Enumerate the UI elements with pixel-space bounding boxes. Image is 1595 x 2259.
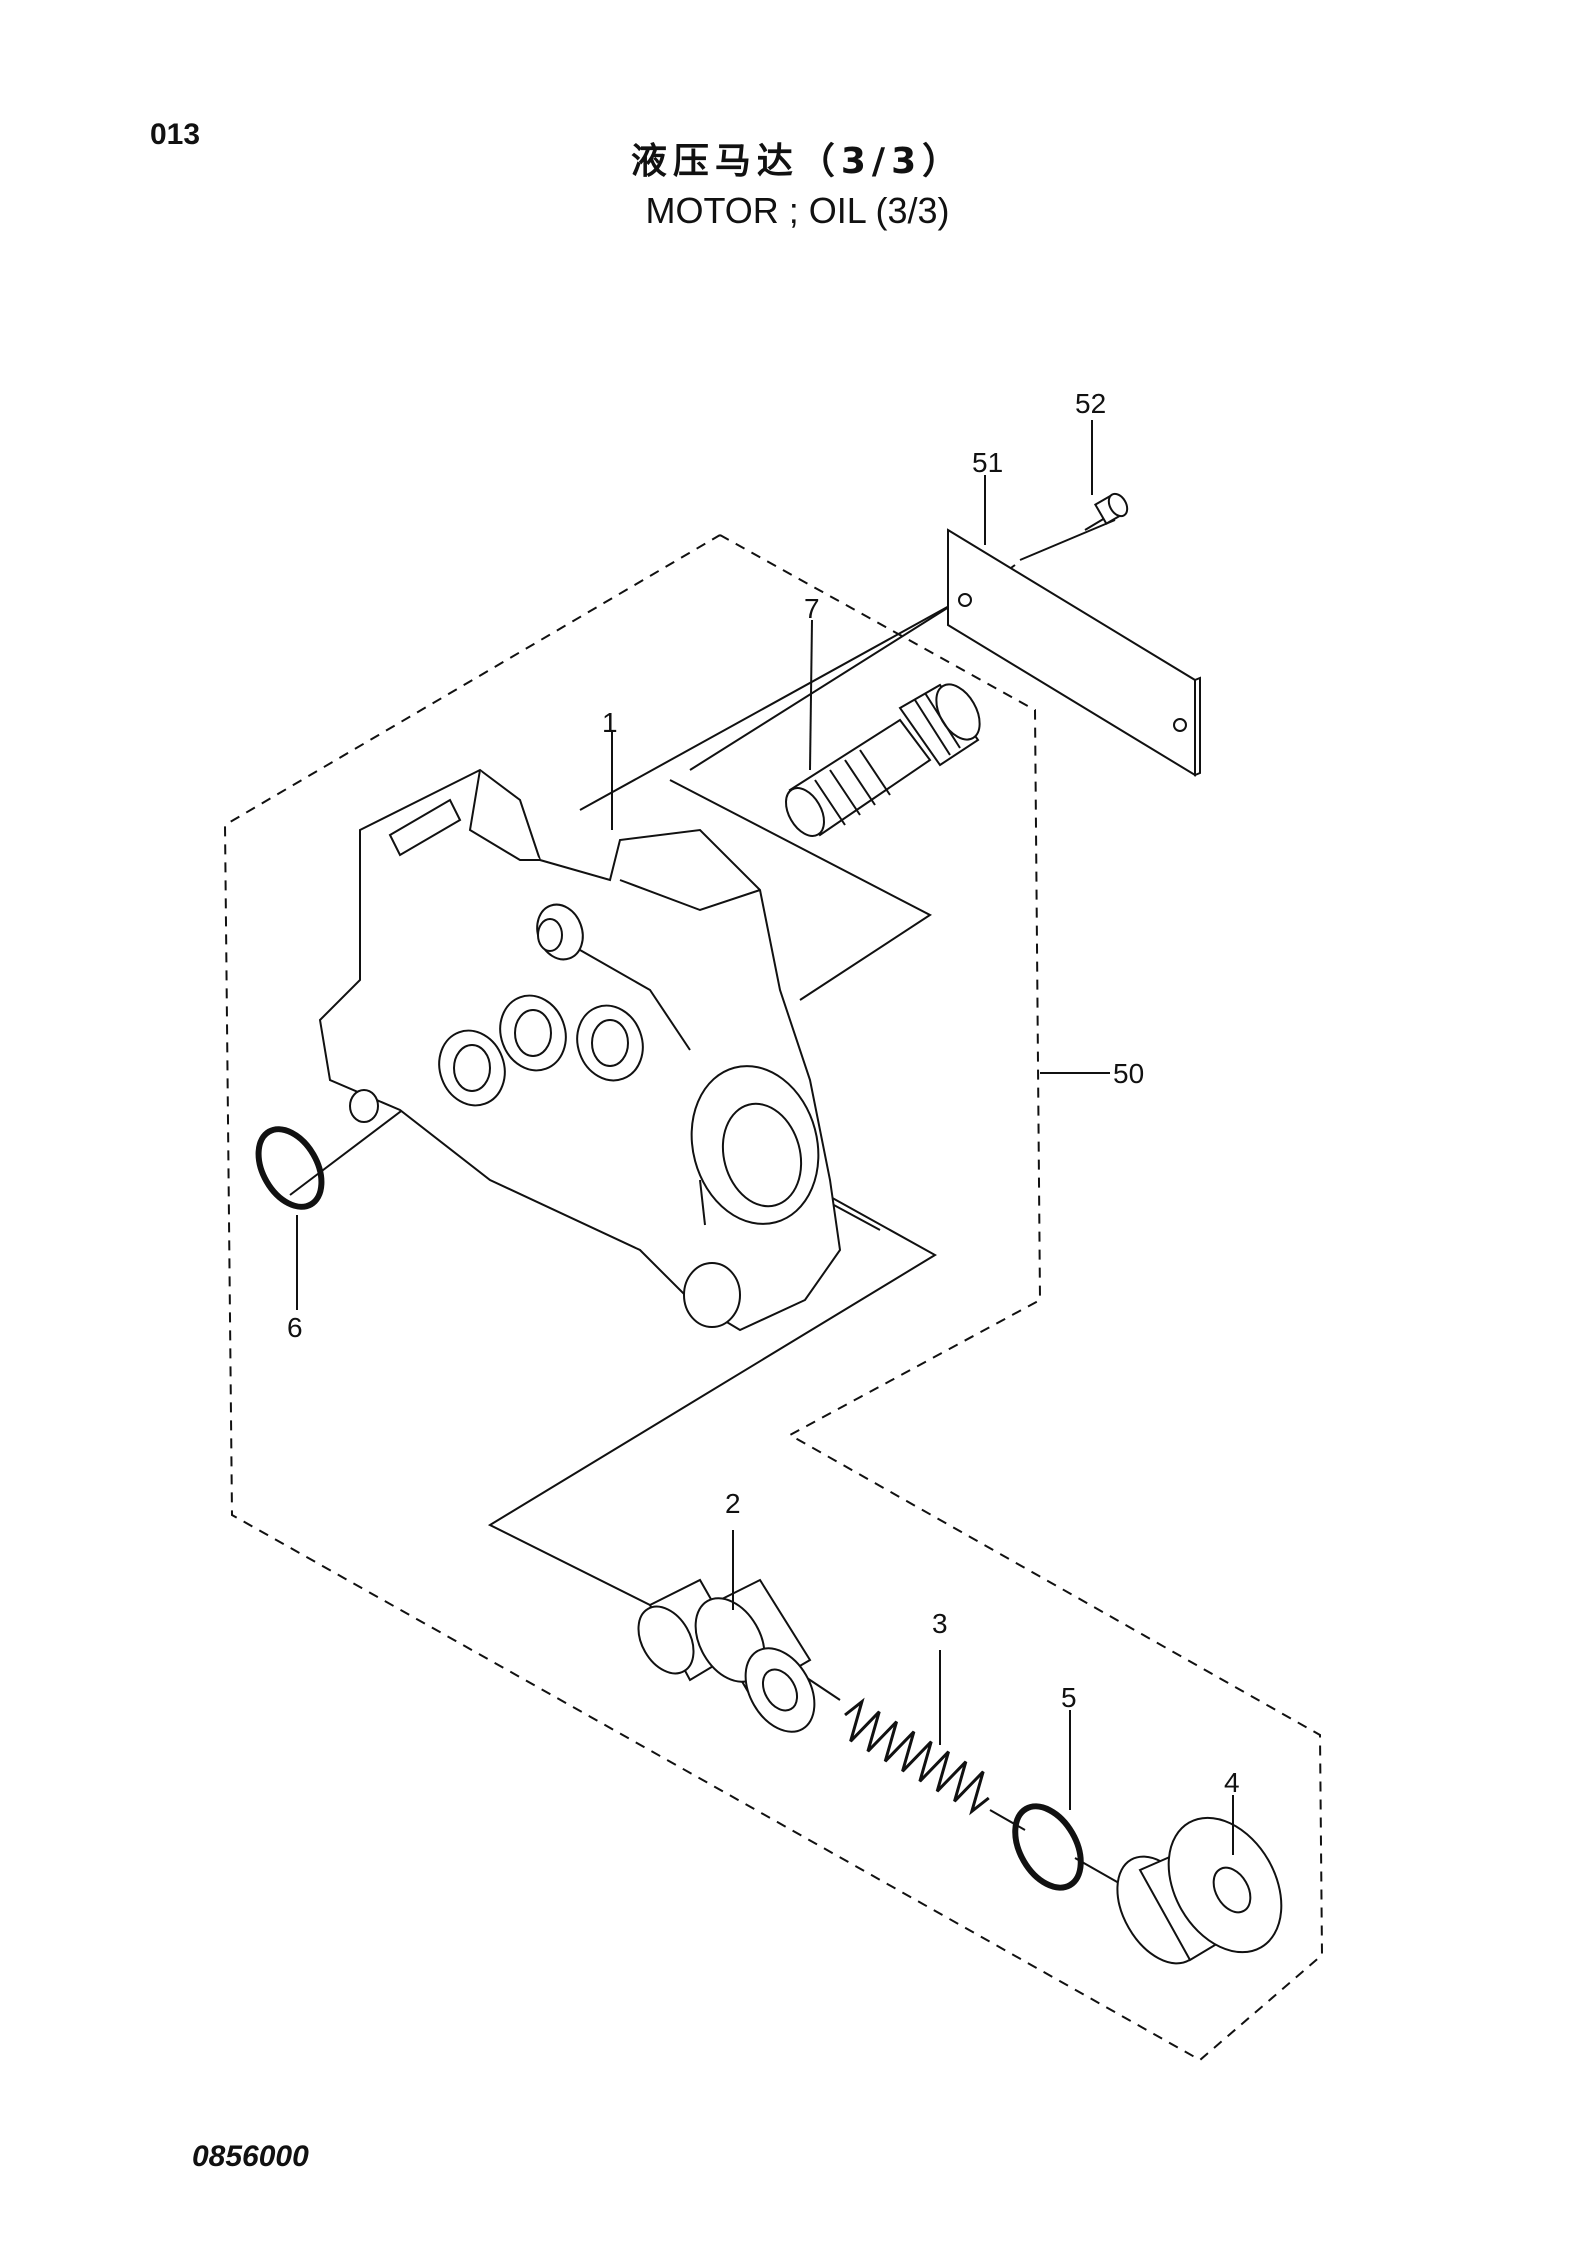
- part-51-nameplate: [947, 528, 1201, 777]
- callout-1: 1: [602, 707, 618, 738]
- callout-2: 2: [725, 1488, 741, 1519]
- callout-5: 5: [1061, 1682, 1077, 1713]
- document-number: 0856000: [192, 2140, 309, 2173]
- callout-3: 3: [932, 1608, 948, 1639]
- part-1-valve-body: [318, 768, 842, 1332]
- page-number: 013: [150, 118, 201, 151]
- assembly-boundary-dashed: [223, 534, 1324, 2062]
- leader-lines: [296, 420, 1234, 1855]
- callout-4: 4: [1224, 1767, 1240, 1798]
- part-2-sleeve: [637, 1578, 816, 1733]
- part-52-screw: [1084, 492, 1129, 531]
- diagram-title-english: MOTOR ; OIL (3/3): [645, 190, 950, 231]
- part-4-plug: [1116, 1816, 1283, 1965]
- part-6-o-ring: [255, 1126, 325, 1210]
- part-7-plug: [785, 683, 981, 837]
- diagram-title-chinese: 液压马达（3/3）: [630, 141, 965, 182]
- callout-52: 52: [1075, 388, 1106, 419]
- callout-50: 50: [1113, 1058, 1144, 1089]
- callout-51: 51: [972, 447, 1003, 478]
- callout-7: 7: [804, 593, 820, 624]
- part-3-spring: [844, 1697, 990, 1816]
- callout-6: 6: [287, 1312, 303, 1343]
- part-5-o-ring: [1012, 1803, 1084, 1891]
